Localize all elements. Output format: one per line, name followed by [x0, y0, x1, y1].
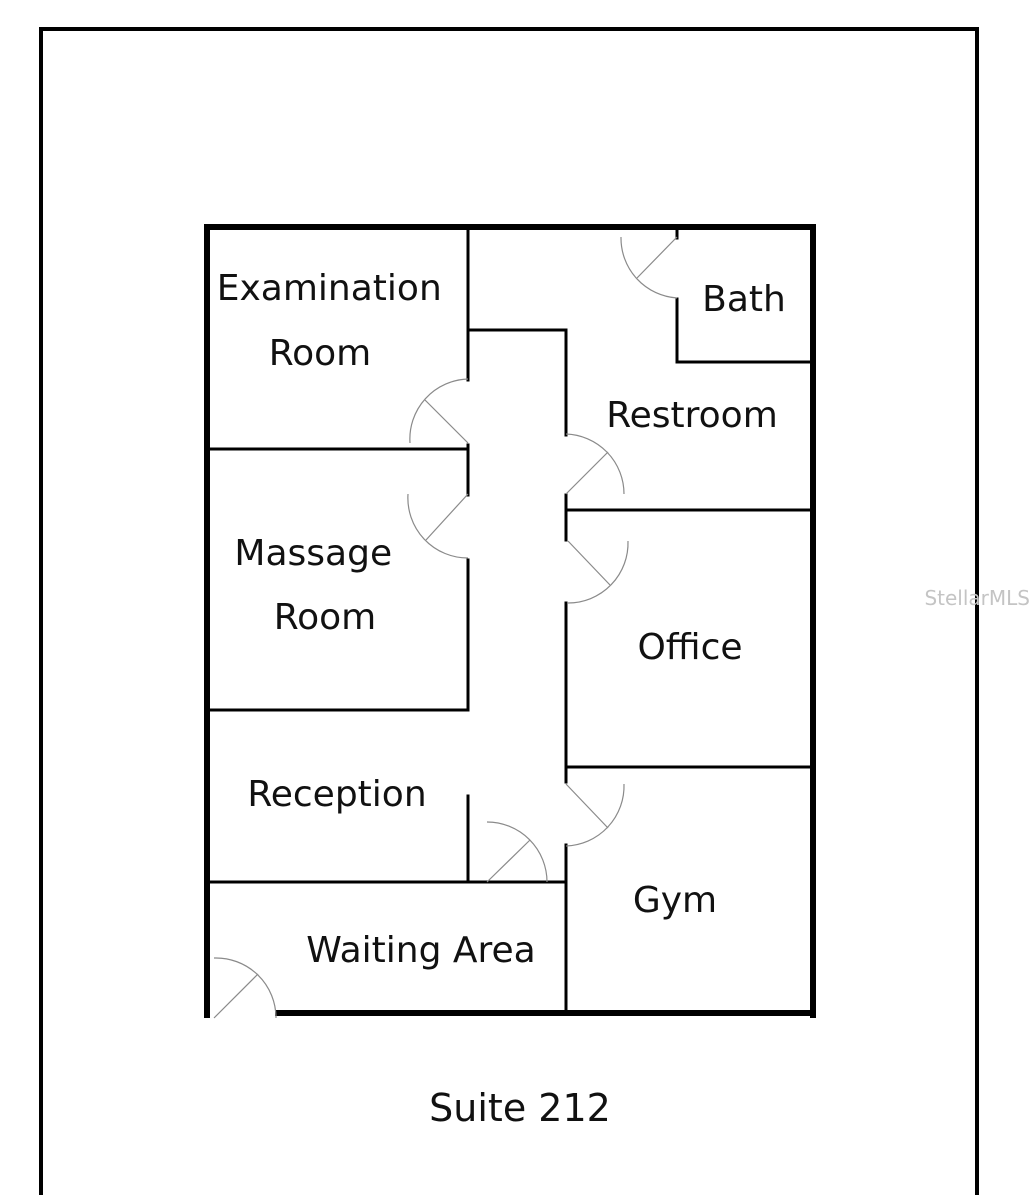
- room-label-line: Gym: [633, 880, 717, 921]
- room-label-massage: Massage Room: [234, 533, 403, 638]
- room-label-examination: Examination Room: [217, 268, 453, 374]
- room-label-line: Room: [269, 333, 372, 374]
- interior-walls: [208, 228, 812, 1015]
- room-label-line: Massage: [234, 533, 392, 574]
- room-label-reception: Reception: [247, 774, 426, 815]
- room-label-office: Office: [637, 627, 742, 668]
- door-swings: [213, 236, 678, 1019]
- room-label-line: Restroom: [606, 395, 778, 436]
- room-label-line: Room: [274, 597, 377, 638]
- room-label-restroom: Restroom: [606, 395, 778, 436]
- exterior-walls: [204, 224, 816, 1018]
- room-label-gym: Gym: [633, 880, 717, 921]
- room-label-line: Reception: [247, 774, 426, 815]
- outer-border: [39, 27, 979, 1195]
- room-label-line: Examination: [217, 268, 442, 309]
- suite-label: Suite 212: [429, 1086, 611, 1130]
- room-label-line: Office: [637, 627, 742, 668]
- room-label-waiting-area: Waiting Area: [306, 930, 535, 971]
- room-label-line: Waiting Area: [306, 930, 535, 971]
- room-label-bath: Bath: [702, 279, 786, 320]
- room-label-line: Bath: [702, 279, 786, 320]
- watermark-text: StellarMLS: [924, 586, 1030, 610]
